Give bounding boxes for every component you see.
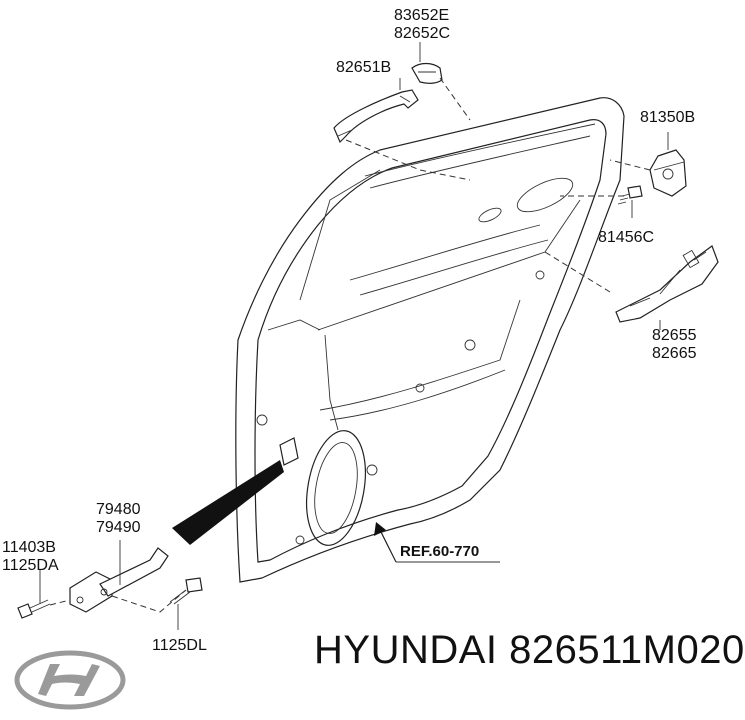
label-82665: 82665	[652, 345, 697, 362]
part-number: 826511M020	[509, 628, 745, 672]
label-79490: 79490	[96, 519, 141, 536]
leader-lines	[39, 42, 669, 630]
label-82655: 82655	[652, 327, 697, 344]
reference-label: REF.60-770	[400, 543, 479, 560]
bolt-11403B	[17, 599, 51, 619]
label-11403B: 11403B	[2, 539, 56, 556]
bolt-1125DL	[169, 577, 203, 605]
label-1125DA: 1125DA	[2, 557, 59, 574]
label-82651B: 82651B	[336, 59, 391, 76]
outside-handle-82651B	[333, 89, 419, 144]
screw-81456C	[617, 185, 643, 205]
label-1125DL: 1125DL	[152, 637, 207, 654]
direction-arrow	[172, 460, 284, 545]
handle-bracket-82655	[615, 245, 719, 323]
door-frame	[235, 97, 625, 583]
handle-cap-83652E	[411, 62, 443, 84]
hyundai-logo-icon	[14, 650, 126, 710]
diagram-page: 83652E 82652C 82651B 81350B 81456C 82655…	[2, 7, 745, 710]
brand-name: HYUNDAI	[314, 628, 498, 672]
door-checker-79480	[69, 547, 169, 613]
label-81456C: 81456C	[598, 229, 654, 246]
label-82652C: 82652C	[394, 25, 450, 42]
door-parts-diagram: 83652E 82652C 82651B 81350B 81456C 82655…	[2, 7, 719, 654]
label-81350B: 81350B	[640, 109, 695, 126]
label-83652E: 83652E	[394, 7, 449, 24]
door-check-slot	[279, 437, 299, 466]
door-latch-81350B	[649, 149, 687, 197]
label-79480: 79480	[96, 501, 141, 518]
part-caption: HYUNDAI 826511M020	[314, 628, 745, 673]
